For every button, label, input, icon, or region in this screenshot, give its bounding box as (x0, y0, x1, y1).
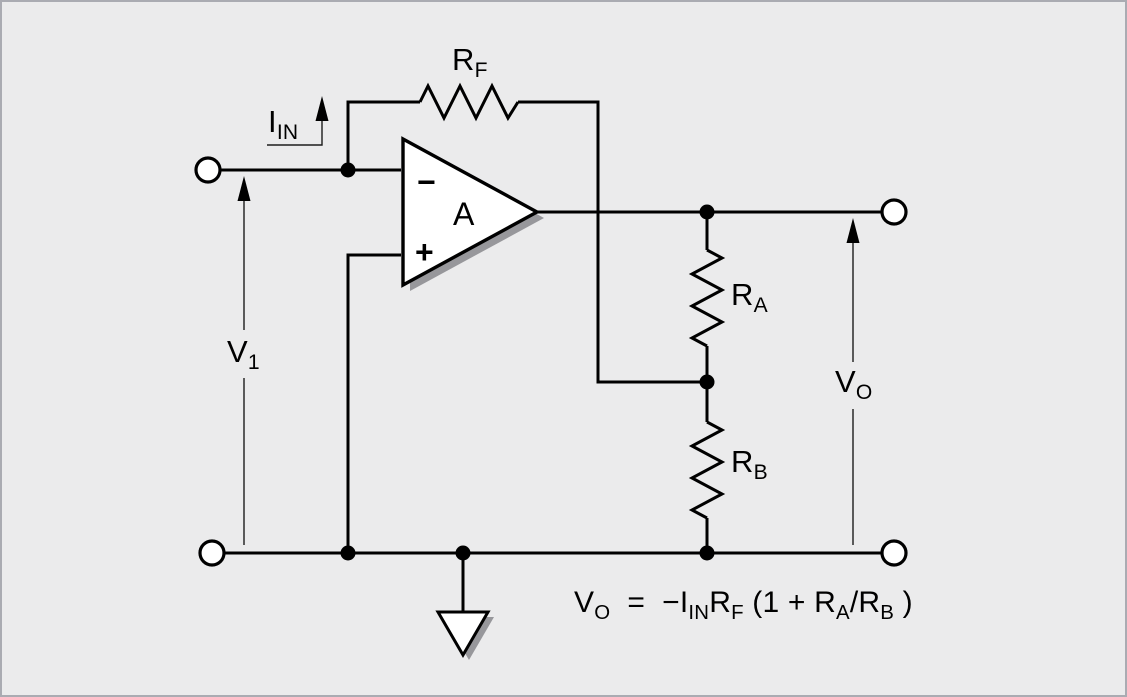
iin-arrowhead-icon (315, 96, 329, 121)
vo-arrowhead-icon (846, 218, 860, 243)
ra-label-base: R (731, 277, 754, 312)
opamp-noninverting-label: + (415, 234, 434, 270)
iin-label: IIN (268, 104, 298, 143)
junction-dot-rail-left (340, 545, 356, 561)
output-formula: VO = −IINRF (1 + RA/RB ) (574, 586, 913, 624)
input-terminal (194, 156, 222, 184)
opamp-inverting-label: − (417, 164, 436, 200)
junction-dot-divider-node (699, 374, 715, 390)
bottom-right-terminal (880, 539, 908, 567)
bottom-left-terminal (198, 539, 226, 567)
ground-icon (435, 610, 491, 658)
rb-resistor-zigzag (688, 420, 726, 520)
rf-label-base: R (452, 42, 475, 77)
v1-label-base: V (227, 334, 248, 369)
junction-dot-output-node (699, 204, 715, 220)
iin-label-sub: IN (276, 120, 299, 144)
rf-label-sub: F (474, 58, 488, 82)
v1-label: V1 (227, 334, 260, 373)
iin-arrow-line (267, 119, 323, 146)
junction-dot-ground (455, 545, 471, 561)
rf-label: RF (452, 42, 488, 81)
opamp-gain-label: A (453, 196, 475, 232)
vo-label: VO (835, 364, 873, 403)
feedback-wire-left (346, 100, 420, 170)
feedback-wire-right (518, 100, 707, 384)
output-terminal (880, 198, 908, 226)
v1-label-sub: 1 (247, 350, 260, 374)
iin-label-base: I (268, 104, 277, 139)
noninverting-input-wire (346, 253, 401, 553)
rb-label-sub: B (753, 460, 768, 484)
opamp-triangle (401, 136, 541, 288)
rb-label: RB (731, 444, 768, 483)
vo-label-base: V (835, 364, 856, 399)
junction-dot-rail-right (699, 545, 715, 561)
rf-resistor-zigzag (418, 82, 520, 122)
ra-label-sub: A (753, 293, 768, 317)
ra-resistor-zigzag (688, 248, 726, 348)
rb-label-base: R (731, 444, 754, 479)
ra-label: RA (731, 277, 768, 316)
vo-label-sub: O (855, 380, 873, 404)
v1-arrowhead-icon (237, 176, 251, 201)
junction-dot-inverting-input (340, 162, 356, 178)
